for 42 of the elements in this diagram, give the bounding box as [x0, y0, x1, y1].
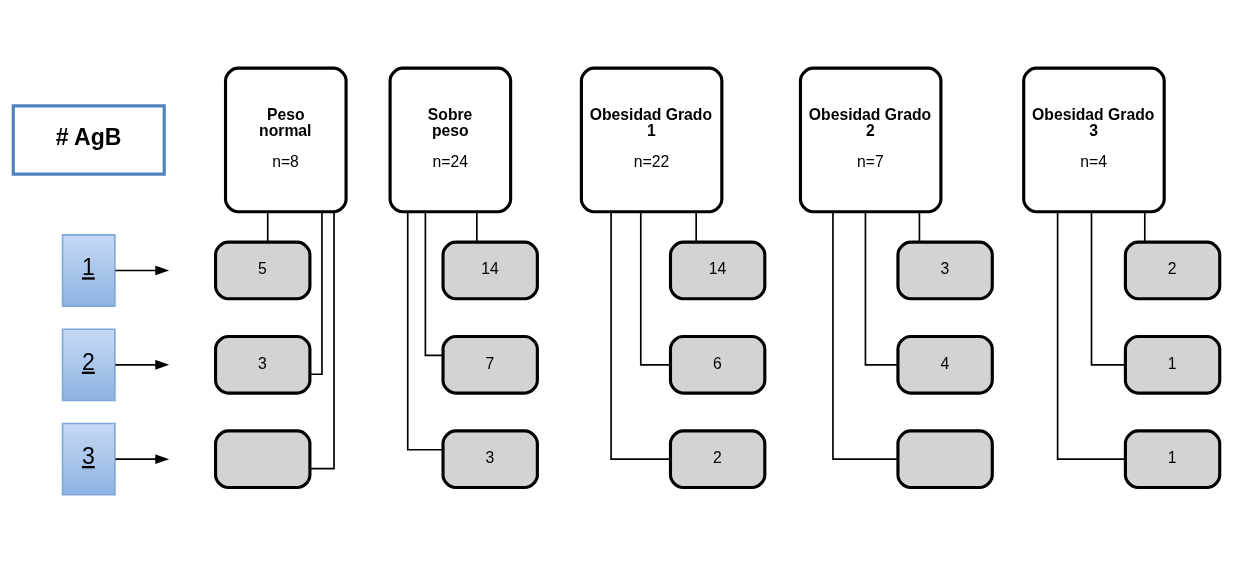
node-box: 1: [61, 233, 116, 307]
node-box: 3: [896, 240, 994, 300]
node-box: 1: [1123, 428, 1222, 489]
connector: [610, 210, 672, 460]
node-box: 3: [61, 422, 116, 496]
connector: [832, 210, 899, 460]
node-box: 2: [61, 327, 116, 401]
node-box: [896, 428, 994, 489]
connector: [639, 210, 672, 366]
node-box: Obesidad Grado 2 n=7: [798, 66, 943, 213]
node-box: Peso normal n=8: [223, 66, 348, 213]
connector: [309, 210, 323, 375]
node-box: [214, 428, 312, 489]
node-box: 3: [214, 334, 312, 395]
node-box: # AgB: [11, 103, 166, 176]
connector: [406, 210, 444, 451]
node-box: 2: [1123, 240, 1222, 300]
connector: [424, 210, 444, 356]
connector: [476, 210, 478, 243]
connector: [1143, 210, 1146, 243]
node-box: 14: [441, 240, 539, 300]
arrow: [114, 265, 170, 275]
node-box: 3: [441, 428, 539, 489]
arrow: [114, 359, 170, 370]
connector: [918, 210, 921, 243]
connector: [1090, 210, 1126, 366]
node-box: 5: [214, 240, 312, 300]
node-box: Sobre peso n=24: [388, 66, 513, 213]
connector: [695, 210, 697, 243]
node-box: 1: [1123, 334, 1222, 395]
connector: [266, 210, 269, 243]
node-box: 4: [896, 334, 994, 395]
node-box: 2: [668, 428, 767, 489]
node-box: 14: [668, 240, 767, 300]
node-box: 7: [441, 334, 539, 395]
connector: [1056, 210, 1126, 460]
connector: [864, 210, 899, 366]
connector: [309, 210, 335, 469]
arrow: [114, 453, 170, 464]
node-box: Obesidad Grado 1 n=22: [579, 66, 724, 213]
node-box: 6: [668, 334, 767, 395]
node-box: Obesidad Grado 3 n=4: [1022, 66, 1166, 213]
